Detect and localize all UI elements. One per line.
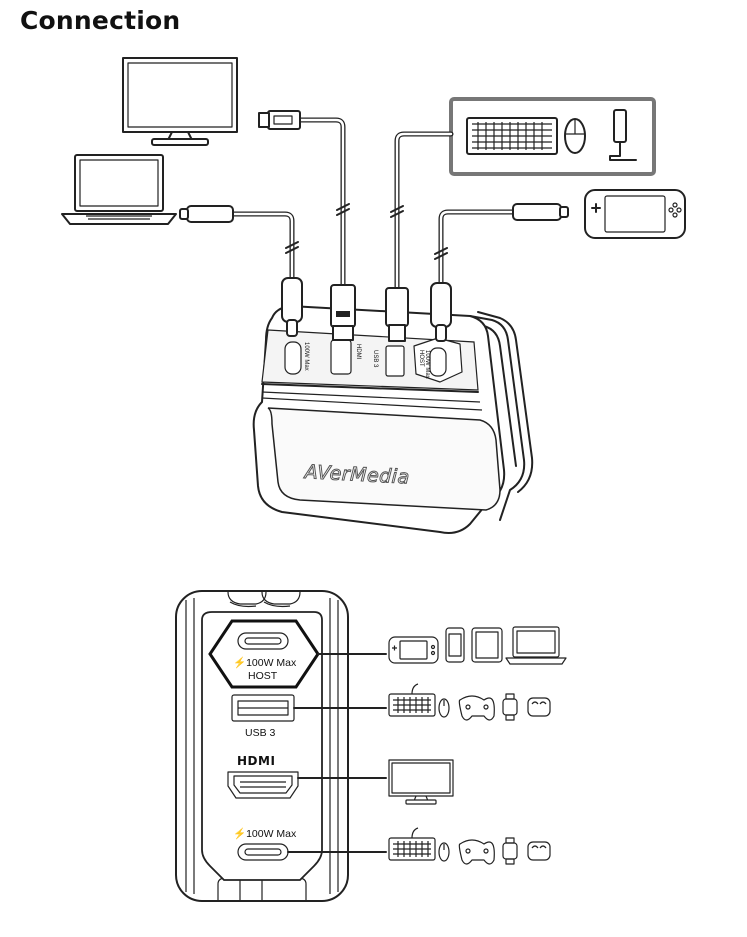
usb-c-plug-laptop bbox=[179, 205, 234, 223]
mouse-icon bbox=[438, 698, 450, 718]
keyboard-icon bbox=[388, 683, 436, 717]
usb-c-port-power bbox=[284, 341, 302, 375]
handheld-console-icon bbox=[584, 189, 686, 239]
laptop-icon bbox=[61, 154, 177, 225]
usb-c-power-label: 100W Max bbox=[303, 342, 309, 371]
hdmi-label: HDMI bbox=[355, 344, 361, 360]
hdmi-port bbox=[330, 339, 352, 375]
handheld-console-icon bbox=[388, 636, 439, 664]
hdmi-plug-hub bbox=[330, 284, 356, 341]
host-label-front: HOST bbox=[248, 670, 278, 682]
host-power-label: 100W Max bbox=[424, 350, 430, 379]
usb3-label-front: USB 3 bbox=[245, 727, 276, 739]
usb-c-plug-console bbox=[512, 203, 569, 221]
mouse-icon bbox=[438, 842, 450, 862]
smartwatch-icon bbox=[502, 837, 518, 865]
usb-c-host-plug-hub bbox=[430, 282, 452, 342]
monitor-icon bbox=[122, 57, 238, 146]
gamepad-icon bbox=[458, 839, 495, 865]
hub-front-panel: ⚡100W Max HOST USB 3 HDMI ⚡100W Max bbox=[175, 590, 349, 902]
earbuds-icon bbox=[527, 841, 551, 861]
usb3-port bbox=[385, 345, 405, 377]
tablet-icon bbox=[471, 627, 503, 663]
hdmi-logo-front: HDMI bbox=[237, 754, 275, 768]
hub-device: AVerMedia 100W Max HDMI USB 3 HOST 100W … bbox=[252, 305, 534, 534]
host-label: HOST bbox=[418, 350, 424, 367]
page-title: Connection bbox=[20, 6, 181, 35]
usb-c-power-label-front: ⚡100W Max bbox=[233, 827, 297, 840]
host-power-label-front: ⚡100W Max bbox=[233, 656, 297, 669]
usb3-label: USB 3 bbox=[372, 350, 378, 368]
monitor-icon bbox=[388, 759, 454, 805]
usb-a-plug-hub bbox=[385, 287, 409, 342]
port-lines bbox=[287, 653, 387, 853]
phone-icon bbox=[445, 627, 465, 663]
usb-c-plug-hub bbox=[281, 277, 303, 337]
keyboard-icon bbox=[388, 827, 436, 861]
gamepad-icon bbox=[458, 695, 495, 721]
earbuds-icon bbox=[527, 697, 551, 717]
hdmi-plug-monitor bbox=[258, 110, 301, 130]
keyboard-mouse-dongle-icon bbox=[449, 97, 656, 176]
smartwatch-icon bbox=[502, 693, 518, 721]
laptop-icon bbox=[505, 626, 567, 665]
cables bbox=[230, 117, 516, 291]
